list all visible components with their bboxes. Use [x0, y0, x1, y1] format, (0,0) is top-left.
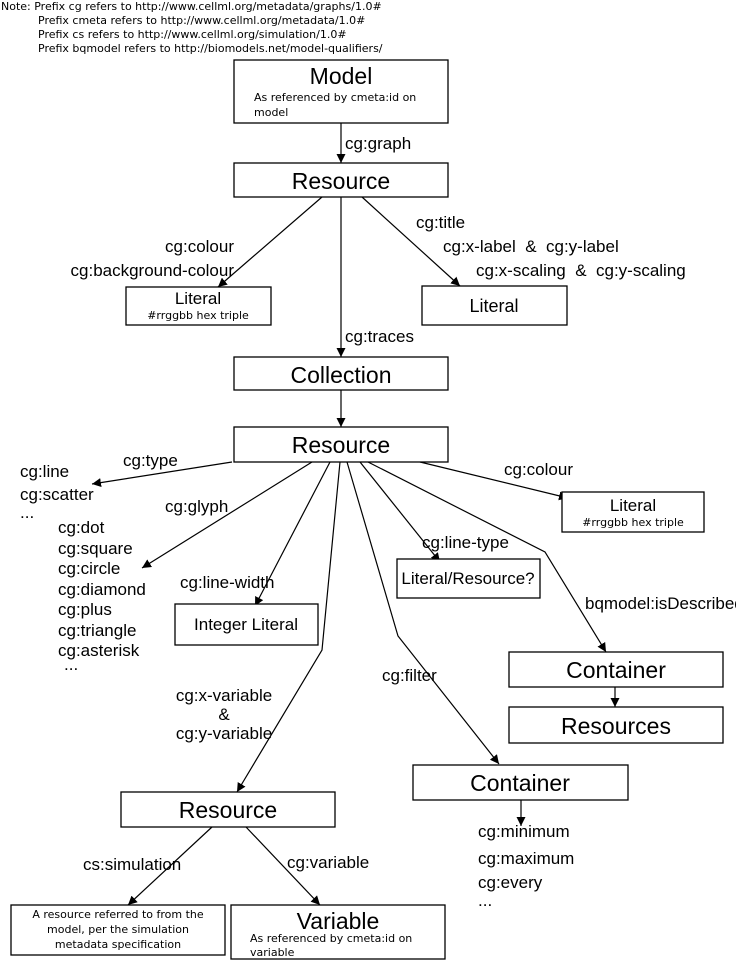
filter-value-minimum: cg:minimum [478, 822, 570, 841]
edge-label-colour: cg:colour [165, 237, 234, 256]
note-line-cmeta: Prefix cmeta refers to http://www.cellml… [38, 14, 365, 27]
node-variable-subtitle-2: variable [250, 946, 295, 959]
edge-label-simulation: cs:simulation [83, 855, 181, 874]
note-line-cg: Note: Prefix cg refers to http://www.cel… [1, 0, 382, 13]
glyph-value-more: ... [64, 655, 78, 674]
edge-label-glyph: cg:glyph [165, 497, 228, 516]
edge-labels: cg:graph cg:colour cg:background-colour … [71, 134, 736, 874]
edge-label-title: cg:title [416, 213, 465, 232]
filter-values: cg:minimum cg:maximum cg:every ... [478, 822, 574, 910]
node-filter-container-title: Container [470, 770, 570, 796]
edge-title [361, 196, 461, 287]
edge-label-x-variable: cg:x-variable [176, 686, 272, 705]
edge-label-line-type: cg:line-type [422, 533, 509, 552]
node-trace-colour-literal-subtitle: #rrggbb hex triple [582, 516, 684, 529]
edge-line-type [359, 461, 441, 563]
node-trace-colour-literal: Literal #rrggbb hex triple [561, 491, 705, 533]
glyph-value-triangle: cg:triangle [58, 621, 136, 640]
node-graph-colour-literal-title: Literal [175, 289, 221, 308]
node-line-type-literal: Literal/Resource? [396, 558, 541, 599]
edge-label-xy-scaling: cg:x-scaling & cg:y-scaling [476, 261, 686, 280]
prefix-note: Note: Prefix cg refers to http://www.cel… [1, 0, 383, 55]
node-variable-subtitle-1: As referenced by cmeta:id on [250, 932, 412, 945]
node-model-subtitle-1: As referenced by cmeta:id on [254, 91, 416, 104]
edge-type [91, 461, 233, 488]
node-variable-title: Variable [297, 908, 380, 934]
glyph-values: cg:dot cg:square cg:circle cg:diamond cg… [58, 518, 146, 674]
edge-label-background-colour: cg:background-colour [71, 261, 235, 280]
edge-simulation [127, 826, 213, 906]
edge-described-by [367, 461, 607, 653]
edge-colour [217, 196, 323, 288]
edge-trace-colour [419, 461, 569, 501]
node-simulation-resource-line-1: A resource referred to from the [32, 908, 204, 921]
node-simulation-resource-line-2: model, per the simulation [47, 923, 189, 936]
node-graph-resource: Resource [233, 162, 449, 198]
edge-label-graph: cg:graph [345, 134, 411, 153]
glyph-value-diamond: cg:diamond [58, 580, 146, 599]
node-variable: Variable As referenced by cmeta:id on va… [230, 904, 446, 960]
note-line-cs: Prefix cs refers to http://www.cellml.or… [38, 28, 347, 41]
node-trace-colour-literal-title: Literal [610, 496, 656, 515]
edge-label-filter: cg:filter [382, 666, 437, 685]
edges [91, 123, 620, 906]
node-collection: Collection [233, 356, 449, 391]
edge-label-type: cg:type [123, 451, 178, 470]
edge-label-trace-colour: cg:colour [504, 460, 573, 479]
edge-label-traces: cg:traces [345, 327, 414, 346]
node-filter-container: Container [412, 764, 629, 801]
edge-xy-variable [236, 461, 341, 793]
edge-glyph [141, 461, 313, 569]
node-graph-title-literal: Literal [421, 285, 568, 326]
edge-label-y-variable: cg:y-variable [176, 724, 272, 743]
node-desc-resources: Resources [508, 706, 724, 744]
node-desc-container-title: Container [566, 657, 666, 683]
type-values: cg:line cg:scatter ... [20, 462, 94, 522]
filter-value-maximum: cg:maximum [478, 849, 574, 868]
glyph-value-dot: cg:dot [58, 518, 105, 537]
node-line-type-literal-title: Literal/Resource? [401, 569, 534, 588]
node-simulation-resource: A resource referred to from the model, p… [10, 904, 226, 956]
node-graph-colour-literal: Literal #rrggbb hex triple [125, 286, 272, 326]
node-graph-title-literal-title: Literal [469, 296, 518, 316]
node-line-width-literal-title: Integer Literal [194, 615, 298, 634]
node-simulation-resource-line-3: metadata specification [55, 938, 181, 951]
edge-label-ampersand: & [218, 705, 230, 724]
node-trace-resource: Resource [233, 426, 449, 463]
node-graph-colour-literal-subtitle: #rrggbb hex triple [147, 309, 249, 322]
edge-line-width [254, 461, 331, 607]
edge-label-described-by: bqmodel:isDescribedBy [585, 594, 736, 613]
glyph-value-square: cg:square [58, 539, 133, 558]
edge-label-variable: cg:variable [287, 853, 369, 872]
type-value-more: ... [20, 503, 34, 522]
node-variable-resource-title: Resource [179, 797, 277, 823]
filter-value-more: ... [478, 891, 492, 910]
node-collection-title: Collection [291, 362, 392, 388]
filter-value-every: cg:every [478, 873, 543, 892]
note-line-bqmodel: Prefix bqmodel refers to http://biomodel… [38, 42, 383, 55]
edge-filter [346, 461, 500, 765]
glyph-value-circle: cg:circle [58, 559, 120, 578]
type-value-line: cg:line [20, 462, 69, 481]
node-desc-container: Container [508, 651, 724, 688]
node-desc-resources-title: Resources [561, 713, 671, 739]
node-model-subtitle-2: model [254, 106, 288, 119]
glyph-value-plus: cg:plus [58, 600, 112, 619]
edge-label-xy-label: cg:x-label & cg:y-label [443, 237, 619, 256]
glyph-value-asterisk: cg:asterisk [58, 641, 140, 660]
node-line-width-literal: Integer Literal [174, 603, 319, 646]
edge-label-line-width: cg:line-width [180, 573, 275, 592]
node-variable-resource: Resource [120, 791, 336, 828]
node-model-title: Model [310, 63, 373, 89]
node-model: Model As referenced by cmeta:id on model [233, 59, 449, 124]
type-value-scatter: cg:scatter [20, 485, 94, 504]
node-graph-resource-title: Resource [292, 168, 390, 194]
edge-variable [245, 826, 321, 906]
node-trace-resource-title: Resource [292, 432, 390, 458]
